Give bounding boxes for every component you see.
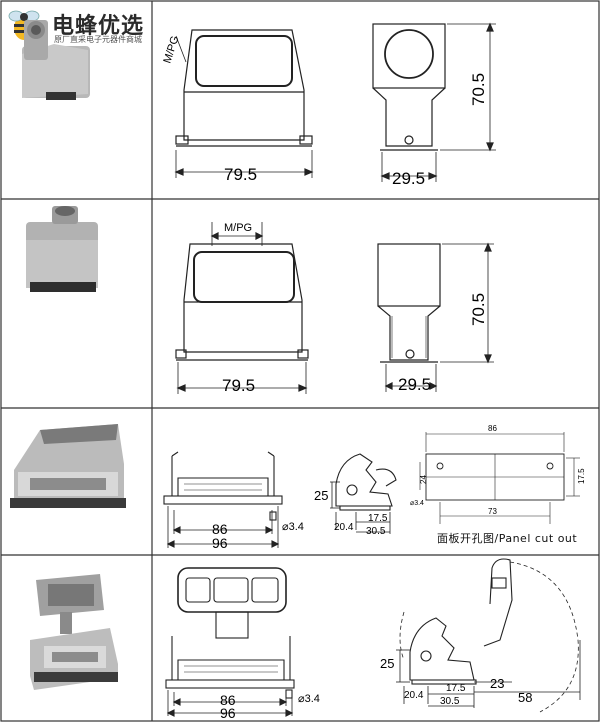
row-3-front-view: [163, 451, 283, 548]
row-3-side-a-label: 20.4: [334, 522, 354, 533]
row-2-height-label: 70.5: [469, 293, 488, 326]
row-1-height-label: 70.5: [469, 73, 488, 106]
row-4-front-inner-label: 86: [220, 692, 236, 708]
row-2-side-view: [377, 242, 494, 392]
row-3-photo: [10, 424, 126, 508]
row-1-side-view: [372, 22, 496, 182]
row-3-front-inner-label: 86: [212, 521, 228, 537]
row-4-side-a-label: 20.4: [404, 690, 424, 701]
row-3-side-height-label: 25: [314, 488, 328, 503]
row-3-side-b-label: 17.5: [368, 513, 388, 524]
row-1-front-view: [174, 29, 314, 178]
row-4-side-e-label: 58: [518, 690, 532, 705]
row-2-mpg-label: M/PG: [224, 222, 252, 234]
row-2-width-label: 79.5: [222, 376, 255, 395]
row-4-side-b-label: 17.5: [446, 683, 466, 694]
row-4-side-view: [396, 558, 581, 713]
row-3-panel-small-label: 24: [419, 475, 428, 484]
row-3-side-c-label: 30.5: [366, 526, 386, 537]
row-3-panel-height-label: 17.5: [577, 468, 586, 484]
row-4-photo: [30, 574, 118, 690]
row-4-hole-label: ⌀3.4: [298, 693, 320, 705]
row-4-side-c-label: 30.5: [440, 696, 460, 707]
row-2-photo: [26, 206, 98, 292]
row-3-panel-cutout: [419, 432, 580, 524]
row-4-front-outer-label: 96: [220, 705, 236, 721]
panel-cutout-caption: 面板开孔图/Panel cut out: [437, 532, 578, 545]
row-4-side-height-label: 25: [380, 656, 394, 671]
row-1-width-label: 79.5: [224, 165, 257, 184]
row-2-depth-label: 29.5: [398, 375, 431, 394]
brand-tagline: 原厂直采电子元器件商城: [54, 35, 142, 44]
row-3-panel-hole-label: ⌀3.4: [410, 500, 424, 507]
row-3-panel-width-label: 86: [488, 424, 497, 433]
brand-logo: 电蜂优选 原厂直采电子元器件商城: [4, 4, 164, 48]
brand-name: 电蜂优选: [52, 14, 145, 39]
row-2-front-view: [175, 222, 309, 394]
row-3-hole-label: ⌀3.4: [282, 521, 304, 533]
row-4-side-d-label: 23: [490, 676, 504, 691]
row-1-depth-label: 29.5: [392, 169, 425, 188]
row-4-front-view: [165, 567, 295, 717]
row-1-mpg-label: M/PG: [161, 34, 181, 64]
row-3-side-view: [330, 453, 397, 534]
row-3-front-outer-label: 96: [212, 535, 228, 551]
row-1-photo: [22, 20, 90, 100]
row-3-panel-inner-label: 73: [488, 507, 497, 516]
